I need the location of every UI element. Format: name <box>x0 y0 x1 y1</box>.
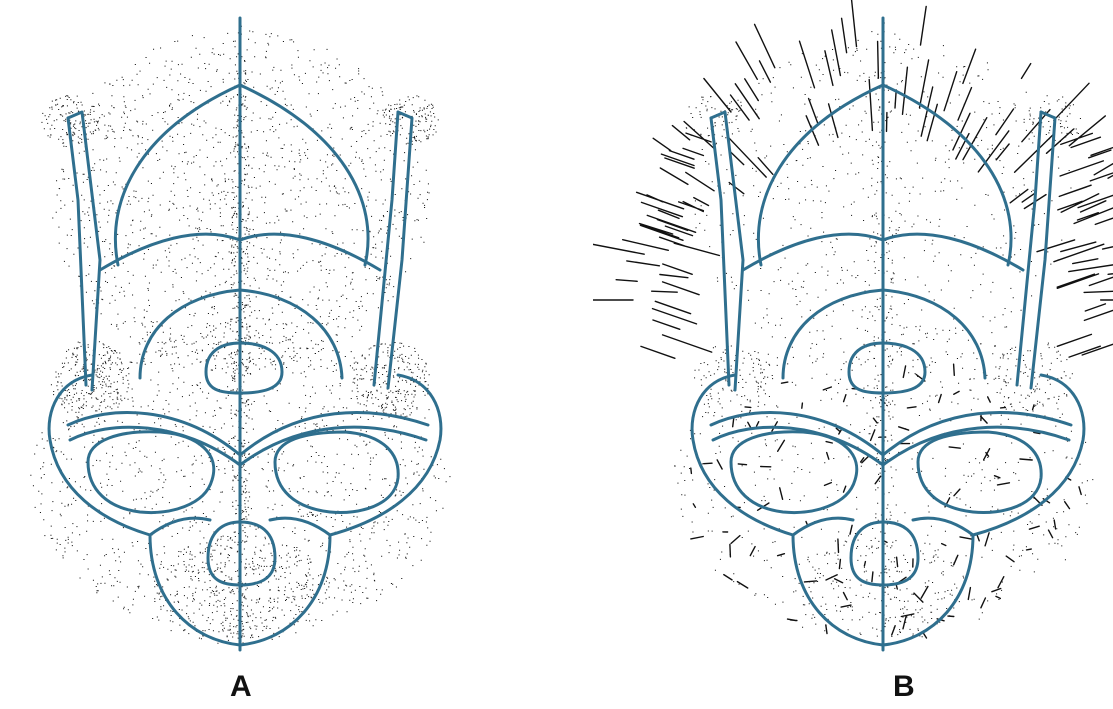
panel-b-label: B <box>893 672 915 702</box>
outline-path <box>918 432 1041 513</box>
skull-outline <box>49 18 441 650</box>
outline-path <box>793 518 853 535</box>
panel-a-label: A <box>230 672 252 702</box>
outline-path <box>711 118 729 385</box>
panel-a: A <box>0 0 520 709</box>
outline-path <box>270 518 330 535</box>
outline-path <box>150 518 210 535</box>
panel-b: B <box>593 0 1113 709</box>
outline-path <box>68 118 86 385</box>
outline-path <box>913 518 973 535</box>
skull-diagram-a <box>0 0 520 709</box>
skull-diagram-b <box>593 0 1113 709</box>
panel-b-content <box>593 0 1113 650</box>
outline-path <box>1017 112 1041 385</box>
outline-path <box>849 343 925 393</box>
outline-path <box>374 112 398 385</box>
outline-path <box>206 343 282 393</box>
outline-path <box>88 432 214 513</box>
